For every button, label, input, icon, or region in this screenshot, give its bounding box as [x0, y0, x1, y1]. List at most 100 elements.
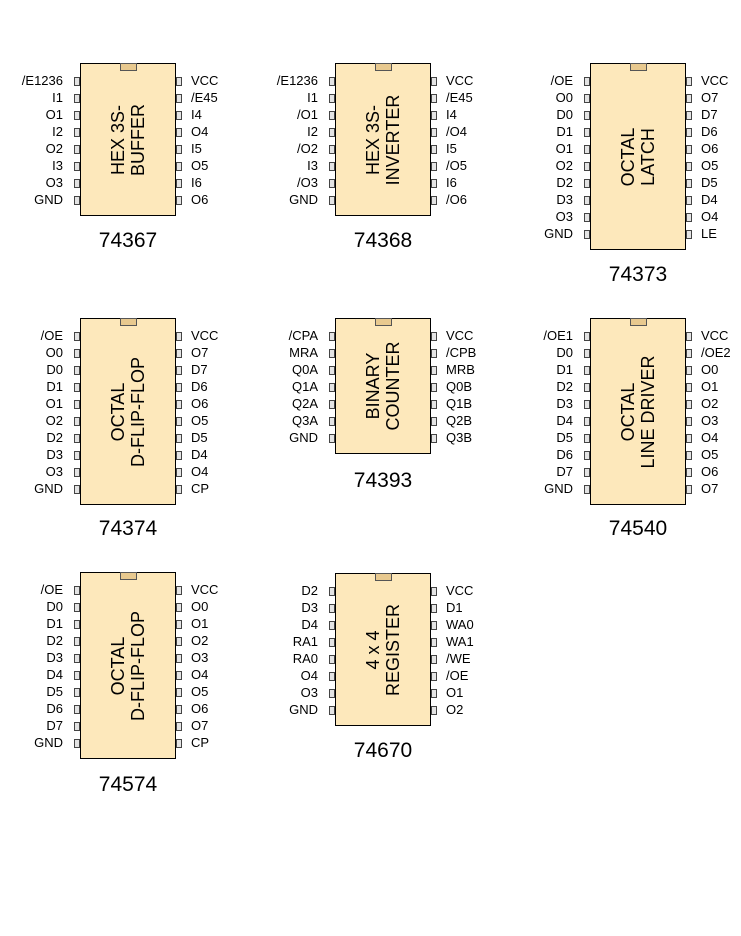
pin-label: Q1A: [291, 379, 318, 394]
pin-left: [584, 417, 590, 426]
pin-right: [431, 349, 437, 358]
pin-label: O3: [45, 175, 63, 190]
pin-left: [329, 179, 335, 188]
pin-label: WA0: [446, 617, 474, 632]
pin-left: [74, 94, 80, 103]
chip-body: OCTAL D-FLIP-FLOP: [80, 572, 176, 759]
pin-right: [431, 706, 437, 715]
pin-label: Q2A: [291, 396, 318, 411]
pin-right: [686, 213, 692, 222]
pin-right: [176, 688, 182, 697]
pin-label: GND: [544, 481, 573, 496]
pin-label: O7: [191, 345, 209, 360]
pin-left: [329, 145, 335, 154]
part-number: 74540: [608, 517, 668, 540]
part-number: 74368: [353, 229, 413, 252]
pin-label: /O3: [297, 175, 318, 190]
pin-label: VCC: [701, 328, 729, 343]
pin-right: [176, 417, 182, 426]
pin-label: Q0B: [446, 379, 473, 394]
pin-left: [74, 654, 80, 663]
pin-label: GND: [34, 192, 63, 207]
pin-left: [329, 706, 335, 715]
pin-label: O0: [701, 362, 719, 377]
pin-left: [329, 638, 335, 647]
pin-right: [176, 162, 182, 171]
pin-right: [686, 179, 692, 188]
pin-label: /WE: [446, 651, 471, 666]
pin-label: I5: [446, 141, 457, 156]
pin-label: O1: [45, 107, 63, 122]
pin-left: [74, 162, 80, 171]
pin-label: D2: [46, 633, 63, 648]
pin-left: [74, 688, 80, 697]
pin-left: [329, 162, 335, 171]
pin-left: [329, 587, 335, 596]
pin-label: D0: [46, 362, 63, 377]
pin-right: [686, 145, 692, 154]
pin-left: [329, 349, 335, 358]
pin1-notch: [630, 63, 647, 71]
pin-label: CP: [191, 481, 210, 496]
pin-label: O1: [191, 616, 209, 631]
pin-label: O4: [701, 209, 719, 224]
pin-left: [74, 196, 80, 205]
pin-label: VCC: [191, 328, 219, 343]
pin1-notch: [375, 573, 392, 581]
pin-right: [176, 485, 182, 494]
pin-left: [329, 94, 335, 103]
pin1-notch: [630, 318, 647, 326]
pin-left: [584, 196, 590, 205]
pin-left: [584, 451, 590, 460]
chip-function-label: HEX 3S- INVERTER: [363, 94, 403, 185]
pin-label: O2: [446, 702, 464, 717]
pin-label: I3: [52, 158, 63, 173]
pin-right: [176, 77, 182, 86]
pin-label: O7: [701, 90, 719, 105]
pin-right: [176, 451, 182, 460]
pin-label: I1: [52, 90, 63, 105]
chip-function-label: HEX 3S- BUFFER: [108, 103, 148, 176]
pin-label: I5: [191, 141, 202, 156]
pin-left: [584, 434, 590, 443]
pin-label: /OE: [40, 582, 63, 597]
pin-label: VCC: [446, 328, 474, 343]
pin-right: [176, 671, 182, 680]
pin-left: [74, 128, 80, 137]
pin-left: [329, 366, 335, 375]
pin-right: [686, 468, 692, 477]
pin-label: Q3B: [446, 430, 473, 445]
pin-right: [176, 468, 182, 477]
pin-label: O3: [701, 413, 719, 428]
pin-left: [74, 366, 80, 375]
pin-label: D6: [701, 124, 718, 139]
pin-left: [584, 179, 590, 188]
pin-label: GND: [34, 481, 63, 496]
pin-label: D3: [556, 192, 573, 207]
pin-label: /OE: [550, 73, 573, 88]
pin-label: LE: [701, 226, 717, 241]
pin-right: [176, 111, 182, 120]
pin-label: O5: [191, 684, 209, 699]
pin-right: [686, 162, 692, 171]
pin-left: [74, 111, 80, 120]
pin-label: D1: [46, 616, 63, 631]
pin-label: D2: [556, 175, 573, 190]
pin-left: [584, 485, 590, 494]
pin-right: [431, 417, 437, 426]
pin-right: [686, 230, 692, 239]
chip-body: BINARY COUNTER: [335, 318, 431, 454]
pin-label: O4: [191, 464, 209, 479]
pin-left: [584, 400, 590, 409]
pin-right: [686, 196, 692, 205]
pin-left: [329, 400, 335, 409]
pin-label: CP: [191, 735, 210, 750]
pin-label: D3: [46, 650, 63, 665]
pin-left: [329, 383, 335, 392]
pin-label: GND: [544, 226, 573, 241]
pin-right: [431, 638, 437, 647]
pin-label: /CPB: [446, 345, 477, 360]
part-number: 74374: [98, 517, 158, 540]
pin-label: GND: [34, 735, 63, 750]
pin-label: I6: [446, 175, 457, 190]
